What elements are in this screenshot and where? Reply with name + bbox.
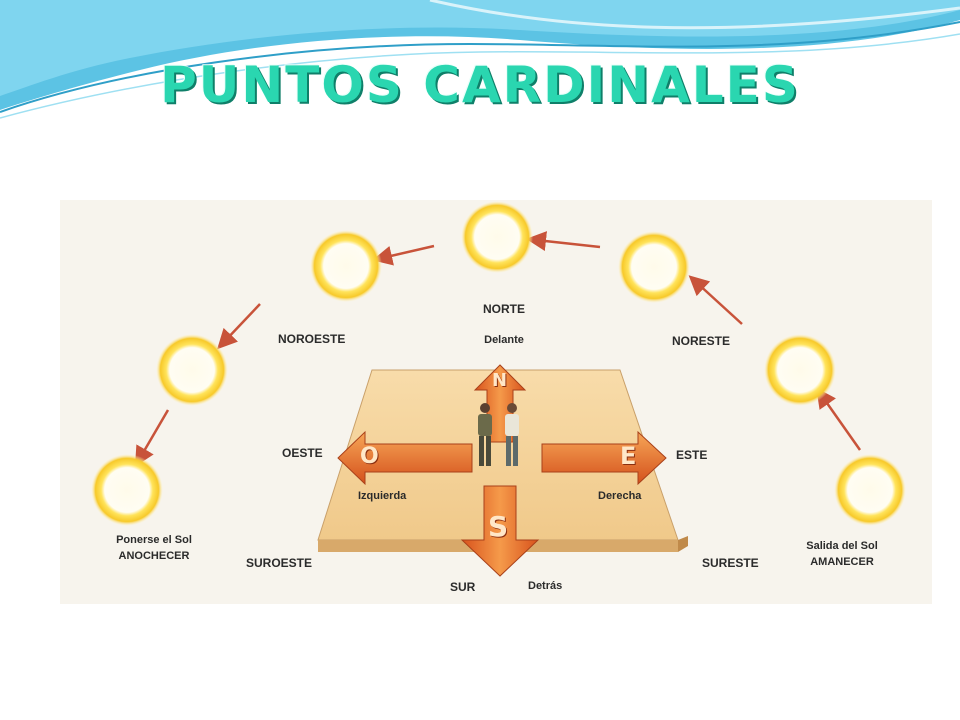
label-southeast: SURESTE	[702, 556, 759, 570]
south-arrow	[460, 485, 540, 577]
label-right: Derecha	[598, 490, 642, 502]
sunrise-caption-line1: Salida del Sol	[806, 540, 878, 552]
ground-platform	[317, 369, 688, 552]
sun-east-rising	[764, 334, 836, 406]
label-east: ESTE	[676, 448, 708, 462]
sun-path-arrows	[134, 231, 862, 467]
sunrise-caption-line2: AMANECER	[810, 556, 874, 568]
sun-northwest	[310, 230, 382, 302]
header-wave-decoration	[0, 0, 960, 119]
south-arrow-letter: S	[488, 510, 509, 543]
diagram-graphic	[91, 201, 906, 577]
sun-sunset	[91, 454, 163, 526]
north-arrow-letter: N	[492, 370, 508, 391]
west-arrow-letter: O	[360, 444, 379, 469]
sunset-caption-line1: Ponerse el Sol	[116, 534, 192, 546]
east-arrow	[541, 430, 667, 486]
label-southwest: SUROESTE	[246, 556, 313, 570]
sun-north	[461, 201, 533, 273]
sun-northeast	[618, 231, 690, 303]
label-west: OESTE	[282, 446, 323, 460]
label-northeast: NORESTE	[672, 334, 731, 348]
east-arrow-letter: E	[620, 442, 637, 470]
sun-sunrise	[834, 454, 906, 526]
label-south: SUR	[450, 580, 476, 594]
label-back: Detrás	[528, 580, 563, 592]
label-northwest: NOROESTE	[278, 332, 346, 346]
cardinal-points-diagram: N S O E NORTE Delante NOROESTE NORESTE O…	[60, 200, 932, 604]
sun-positions	[91, 201, 906, 526]
two-people-figures	[478, 403, 519, 466]
label-north: NORTE	[483, 302, 525, 316]
sun-west-setting	[156, 334, 228, 406]
west-arrow	[337, 430, 473, 486]
label-left: Izquierda	[358, 490, 407, 502]
sunset-caption-line2: ANOCHECER	[118, 550, 190, 562]
slide-title: PUNTOS CARDINALES	[160, 56, 800, 114]
label-front: Delante	[484, 334, 524, 346]
